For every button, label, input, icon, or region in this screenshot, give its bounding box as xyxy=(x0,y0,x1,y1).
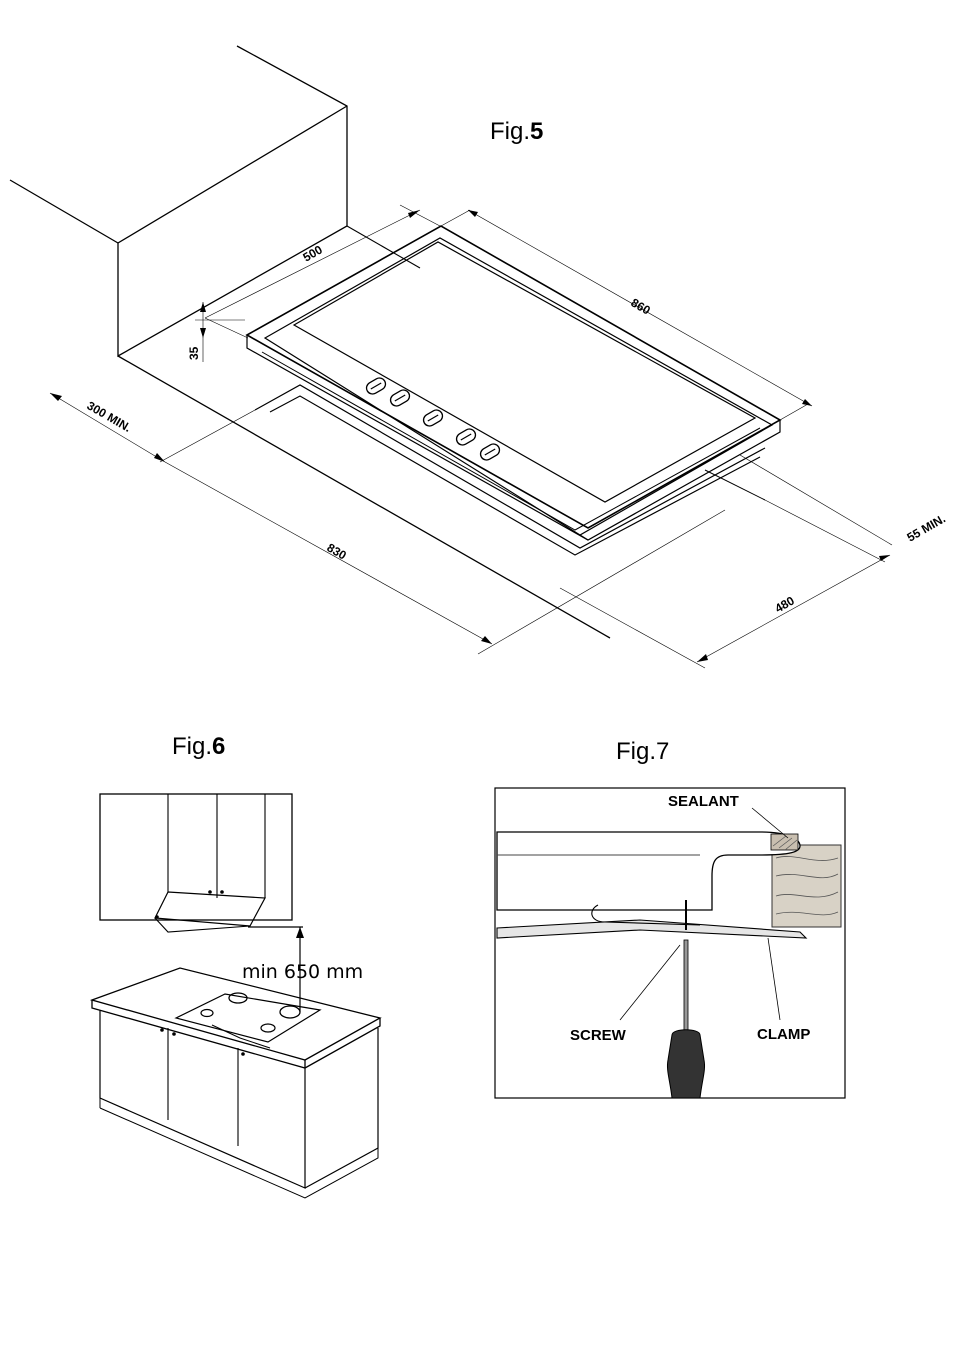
fig7-label-sealant: SEALANT xyxy=(668,793,739,810)
fig7-frame xyxy=(494,787,846,1099)
wall-cabinet xyxy=(9,45,611,639)
fig7-screwdriver xyxy=(667,939,705,1099)
dim-860: 860 xyxy=(629,295,654,317)
fig6-title: Fig.6 xyxy=(172,733,225,761)
fig5-title: Fig.5 xyxy=(490,118,543,146)
hob-knobs xyxy=(365,377,501,461)
fig6-wall-cabinet xyxy=(99,793,293,933)
fig7-label-clamp: CLAMP xyxy=(757,1026,810,1043)
dim-830: 830 xyxy=(325,540,350,562)
dim-480: 480 xyxy=(773,593,798,615)
worktop-cutout xyxy=(254,384,766,556)
fig6-hob xyxy=(174,992,322,1049)
dim-500: 500 xyxy=(301,242,326,264)
fig7-label-screw: SCREW xyxy=(570,1027,627,1044)
dim-35: 35 xyxy=(187,346,201,360)
fig7-worktop xyxy=(496,831,842,928)
hob xyxy=(245,225,782,541)
fig5-title-prefix: Fig. xyxy=(490,118,531,145)
dim-55-min: 55 MIN. xyxy=(905,511,948,544)
dim-300-min: 300 MIN. xyxy=(85,398,134,434)
fig6-island xyxy=(89,967,382,1199)
fig7-leader-lines xyxy=(619,807,789,1021)
fig5-diagram: 500 860 35 300 MIN. 830 55 MIN. 480 xyxy=(9,45,948,669)
fig7-title: Fig.7 xyxy=(616,738,670,765)
fig6-clearance-label: min 650 mm xyxy=(242,961,363,983)
fig6-title-prefix: Fig. xyxy=(172,733,213,760)
fig5-title-number: 5 xyxy=(530,118,544,145)
dimension-lines xyxy=(49,204,893,669)
fig6-clearance-arrow xyxy=(248,926,304,1012)
fig7-clamp xyxy=(496,900,808,939)
fig6-title-number: 6 xyxy=(212,733,226,760)
